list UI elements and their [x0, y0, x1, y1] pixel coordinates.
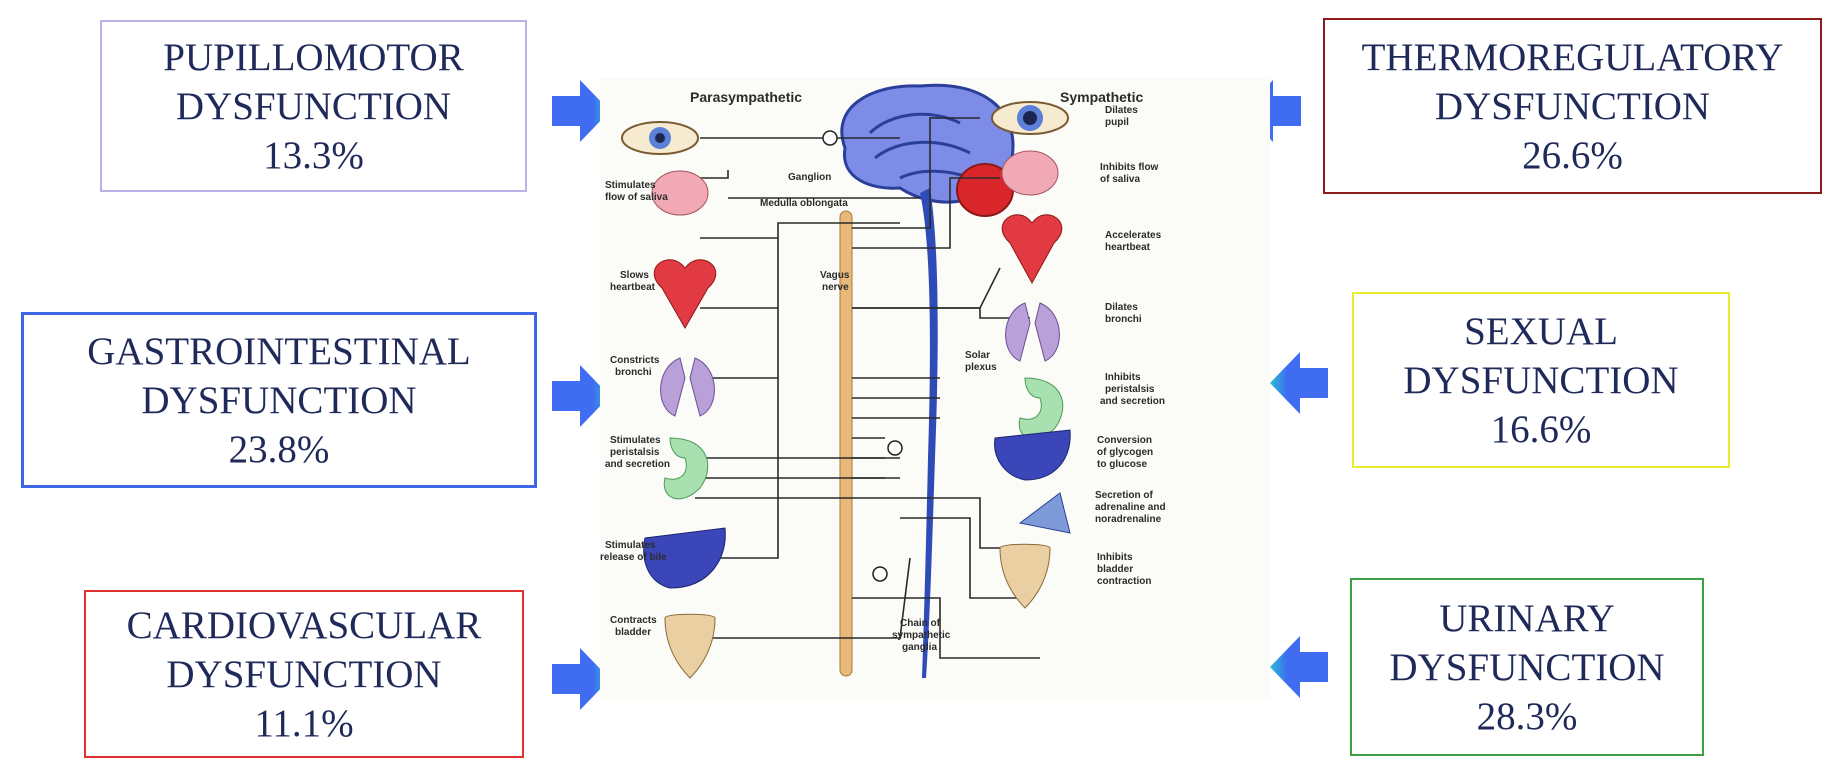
box-subtitle: DYSFUNCTION [1354, 356, 1728, 405]
parasympathetic-heading: Parasympathetic [690, 89, 802, 105]
left-label-line: peristalsis [610, 447, 660, 458]
pupillomotor-box: PUPILLOMOTOR DYSFUNCTION 13.3% [100, 20, 527, 192]
box-subtitle: DYSFUNCTION [102, 82, 525, 131]
box-subtitle: DYSFUNCTION [86, 650, 522, 699]
box-percentage: 11.1% [86, 699, 522, 748]
right-label-line: pupil [1105, 117, 1129, 128]
box-title: URINARY [1352, 594, 1702, 643]
gastrointestinal-box: GASTROINTESTINAL DYSFUNCTION 23.8% [21, 312, 537, 488]
right-label-line: to glucose [1097, 459, 1147, 470]
salivary-gland-icon [1002, 151, 1058, 195]
box-title: SEXUAL [1354, 307, 1728, 356]
right-label-line: Dilates [1105, 105, 1138, 116]
box-percentage: 26.6% [1325, 131, 1820, 180]
chain-label: ganglia [902, 642, 937, 653]
right-label-line: of glycogen [1097, 447, 1153, 458]
solar-plexus-label: plexus [965, 362, 997, 373]
box-percentage: 23.8% [24, 425, 534, 474]
left-arrow-icon [1270, 636, 1328, 698]
left-label-line: and secretion [605, 459, 670, 470]
left-label-line: release of bile [600, 552, 667, 563]
vagus-label: nerve [822, 282, 849, 293]
medulla-label: Medulla oblongata [760, 198, 848, 209]
box-title: CARDIOVASCULAR [86, 601, 522, 650]
box-title: THERMOREGULATORY [1325, 33, 1820, 82]
left-label-line: flow of saliva [605, 192, 668, 203]
thermoregulatory-box: THERMOREGULATORY DYSFUNCTION 26.6% [1323, 18, 1822, 194]
left-label-line: Stimulates [605, 540, 656, 551]
eye-icon [992, 102, 1068, 134]
box-percentage: 28.3% [1352, 692, 1702, 741]
right-label-line: noradrenaline [1095, 514, 1162, 525]
right-label-line: Inhibits [1097, 552, 1133, 563]
right-label-line: Accelerates [1105, 230, 1162, 241]
right-label-line: heartbeat [1105, 242, 1151, 253]
sympathetic-heading: Sympathetic [1060, 89, 1143, 105]
left-label-line: bladder [615, 627, 651, 638]
box-percentage: 16.6% [1354, 405, 1728, 454]
right-label-line: bronchi [1105, 314, 1142, 325]
right-label-line: Inhibits flow [1100, 162, 1159, 173]
left-arrow-icon [1270, 352, 1328, 414]
left-label-line: Slows [620, 270, 649, 281]
right-label-line: Secretion of [1095, 490, 1153, 501]
box-subtitle: DYSFUNCTION [1325, 82, 1820, 131]
left-label-line: Stimulates [605, 180, 656, 191]
right-label-line: peristalsis [1105, 384, 1155, 395]
cardiovascular-box: CARDIOVASCULAR DYSFUNCTION 11.1% [84, 590, 524, 758]
box-subtitle: DYSFUNCTION [24, 376, 534, 425]
sexual-box: SEXUAL DYSFUNCTION 16.6% [1352, 292, 1730, 468]
left-label-line: bronchi [615, 367, 652, 378]
urinary-box: URINARY DYSFUNCTION 28.3% [1350, 578, 1704, 756]
right-label-line: Inhibits [1105, 372, 1141, 383]
chain-label: Chain of [900, 618, 941, 629]
left-label-line: Contracts [610, 615, 657, 626]
box-title: PUPILLOMOTOR [102, 33, 525, 82]
vagus-label: Vagus [820, 270, 850, 281]
chain-label: sympathetic [892, 630, 951, 641]
left-label-line: Constricts [610, 355, 660, 366]
left-label-line: heartbeat [610, 282, 656, 293]
right-label-line: of saliva [1100, 174, 1140, 185]
right-label-line: contraction [1097, 576, 1151, 587]
eye-icon [622, 122, 698, 154]
box-percentage: 13.3% [102, 131, 525, 180]
right-label-line: adrenaline and [1095, 502, 1166, 513]
right-label-line: Dilates [1105, 302, 1138, 313]
solar-plexus-label: Solar [965, 350, 990, 361]
right-label-line: and secretion [1100, 396, 1165, 407]
right-label-line: bladder [1097, 564, 1133, 575]
left-label-line: Stimulates [610, 435, 661, 446]
autonomic-nervous-system-diagram: Parasympathetic Sympathetic [600, 78, 1270, 700]
box-subtitle: DYSFUNCTION [1352, 643, 1702, 692]
right-label-line: Conversion [1097, 435, 1152, 446]
box-title: GASTROINTESTINAL [24, 327, 534, 376]
ganglion-label: Ganglion [788, 172, 831, 183]
